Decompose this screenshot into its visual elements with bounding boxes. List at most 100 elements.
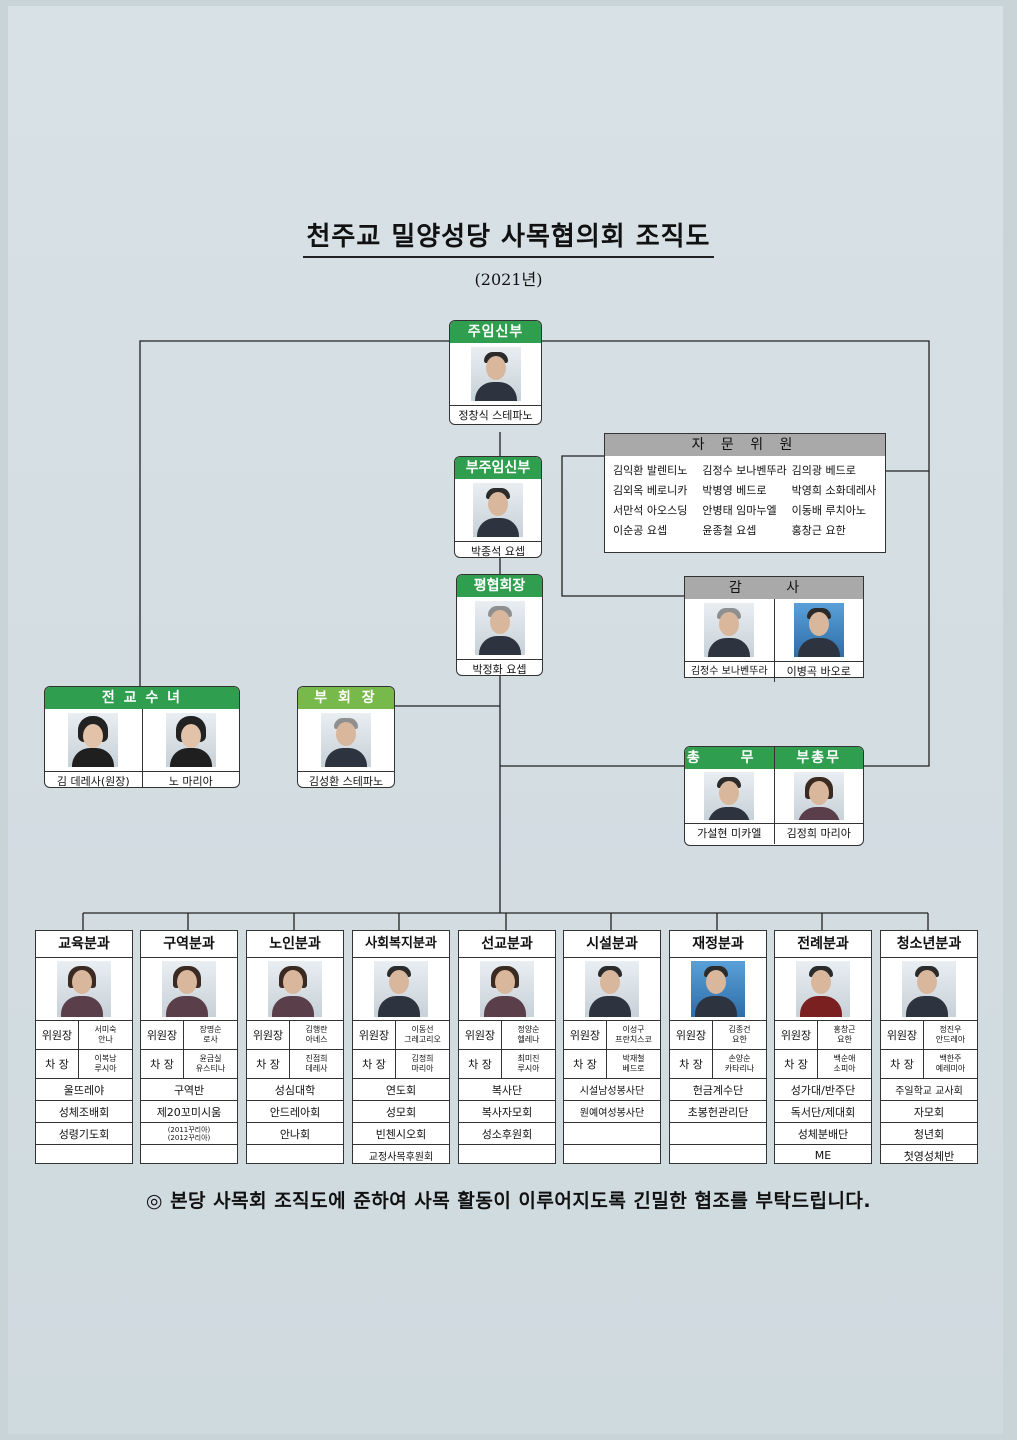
vice-general-secretary: 부총무 김정희 마리아: [773, 747, 863, 844]
group-item: 원예여성봉사단: [564, 1101, 660, 1123]
vice-role: 차 장: [141, 1050, 184, 1078]
department-portrait: [585, 961, 639, 1017]
vice-general-name: 김정희 마리아: [786, 827, 851, 840]
department-photo: [775, 958, 871, 1021]
group-item: ME: [814, 1149, 832, 1162]
group-item: 복사단: [459, 1079, 555, 1101]
assistant-pastor-photo: [455, 479, 541, 542]
vice-role: 차 장: [670, 1050, 713, 1078]
group-item: 성체조배회: [36, 1101, 132, 1123]
vice-role: 차 장: [247, 1050, 290, 1078]
auditor-2-name: 이병곡 바오로: [786, 665, 851, 678]
department-title: 시설분과: [564, 931, 660, 958]
group-item: 헌금계수단: [670, 1079, 766, 1101]
department-title: 교육분과: [36, 931, 132, 958]
group-item: 울뜨레야: [36, 1079, 132, 1101]
general-secretary: 총 무 가설현 미카엘: [685, 747, 774, 844]
group-item: [564, 1145, 660, 1166]
pastor-box: 주임신부 정창식 스테파노: [449, 320, 542, 425]
department-photo: [247, 958, 343, 1021]
department-photo: [36, 958, 132, 1021]
group-item: [247, 1145, 343, 1166]
advisory-member: 윤종철 요셉: [702, 524, 757, 537]
vice-name: 최미진 루시아: [517, 1054, 540, 1073]
president-portrait: [474, 601, 525, 655]
chair-name: 정양순 헬레나: [517, 1025, 540, 1044]
vice-row: 차 장 백한주 예레미아: [881, 1050, 977, 1079]
advisory-member: 서만석 아오스딩: [613, 504, 688, 517]
chair-role: 위원장: [881, 1021, 924, 1049]
chart-title: 천주교 밀양성당 사목협의회 조직도: [0, 216, 1017, 258]
department-title: 청소년분과: [881, 931, 977, 958]
department-portrait: [268, 961, 322, 1017]
department-title: 구역분과: [141, 931, 237, 958]
group-item: 자모회: [881, 1101, 977, 1123]
department-portrait: [374, 961, 428, 1017]
group-item: [670, 1123, 766, 1145]
group-item: 구역반: [141, 1079, 237, 1101]
line-pastor-general: [540, 340, 930, 767]
department-title: 노인분과: [247, 931, 343, 958]
group-item: 안드레아회: [247, 1101, 343, 1123]
chair-role: 위원장: [670, 1021, 713, 1049]
vice-name: 백한주 예레미아: [935, 1054, 966, 1073]
chart-title-text: 천주교 밀양성당 사목협의회 조직도: [302, 222, 715, 258]
vice-president-photo: [298, 709, 394, 772]
vice-president-name: 김성환 스테파노: [308, 775, 384, 788]
department-title: 재정분과: [670, 931, 766, 958]
vice-president-box: 부 회 장 김성환 스테파노: [297, 686, 395, 788]
department-title: 전례분과: [775, 931, 871, 958]
nuns-label: 전 교 수 녀: [45, 687, 239, 709]
nun-2-name: 노 마리아: [168, 775, 213, 788]
line-advisory-audit: [561, 455, 684, 597]
vice-role: 차 장: [353, 1050, 396, 1078]
group-item: 제20꼬미시움: [141, 1101, 237, 1123]
department-portrait: [480, 961, 534, 1017]
group-item: [141, 1145, 237, 1166]
auditor-2-portrait: [793, 603, 844, 657]
advisory-member: 홍창근 요한: [791, 524, 846, 537]
group-item: 성체분배단: [775, 1123, 871, 1145]
department-photo: [141, 958, 237, 1021]
group-item: 성심대학: [247, 1079, 343, 1101]
group-item: 첫영성체반: [903, 1149, 955, 1163]
vice-president-label: 부 회 장: [298, 687, 394, 709]
group-item: 성가대/반주단: [775, 1079, 871, 1101]
nun-1: 김 데레사(원장): [45, 709, 142, 787]
assistant-pastor-name: 박종석 요셉: [470, 545, 526, 558]
department-photo: [459, 958, 555, 1021]
pastor-name: 정창식 스테파노: [458, 409, 533, 422]
nun-1-photo: [45, 709, 142, 772]
nun-2-photo: [142, 709, 239, 772]
department-portrait: [691, 961, 745, 1017]
chair-name: 서미숙 안나: [94, 1025, 117, 1044]
department-portrait: [902, 961, 956, 1017]
pastor-photo: [450, 343, 541, 406]
vice-general-photo: [774, 769, 863, 824]
chair-role: 위원장: [36, 1021, 79, 1049]
group-item: [459, 1145, 555, 1166]
advisory-member: 김정수 보나벤뚜라: [702, 464, 787, 477]
group-item: 청년회: [881, 1123, 977, 1145]
chair-name: 장명순 로사: [199, 1025, 222, 1044]
vice-role: 차 장: [881, 1050, 924, 1078]
chart-year: (2021년): [474, 270, 543, 289]
vice-general-label: 부총무: [774, 747, 863, 769]
footer-note: ◎ 본당 사목회 조직도에 준하여 사목 활동이 이루어지도록 긴밀한 협조를 …: [145, 1190, 872, 1212]
auditor-2-photo: [774, 599, 863, 662]
